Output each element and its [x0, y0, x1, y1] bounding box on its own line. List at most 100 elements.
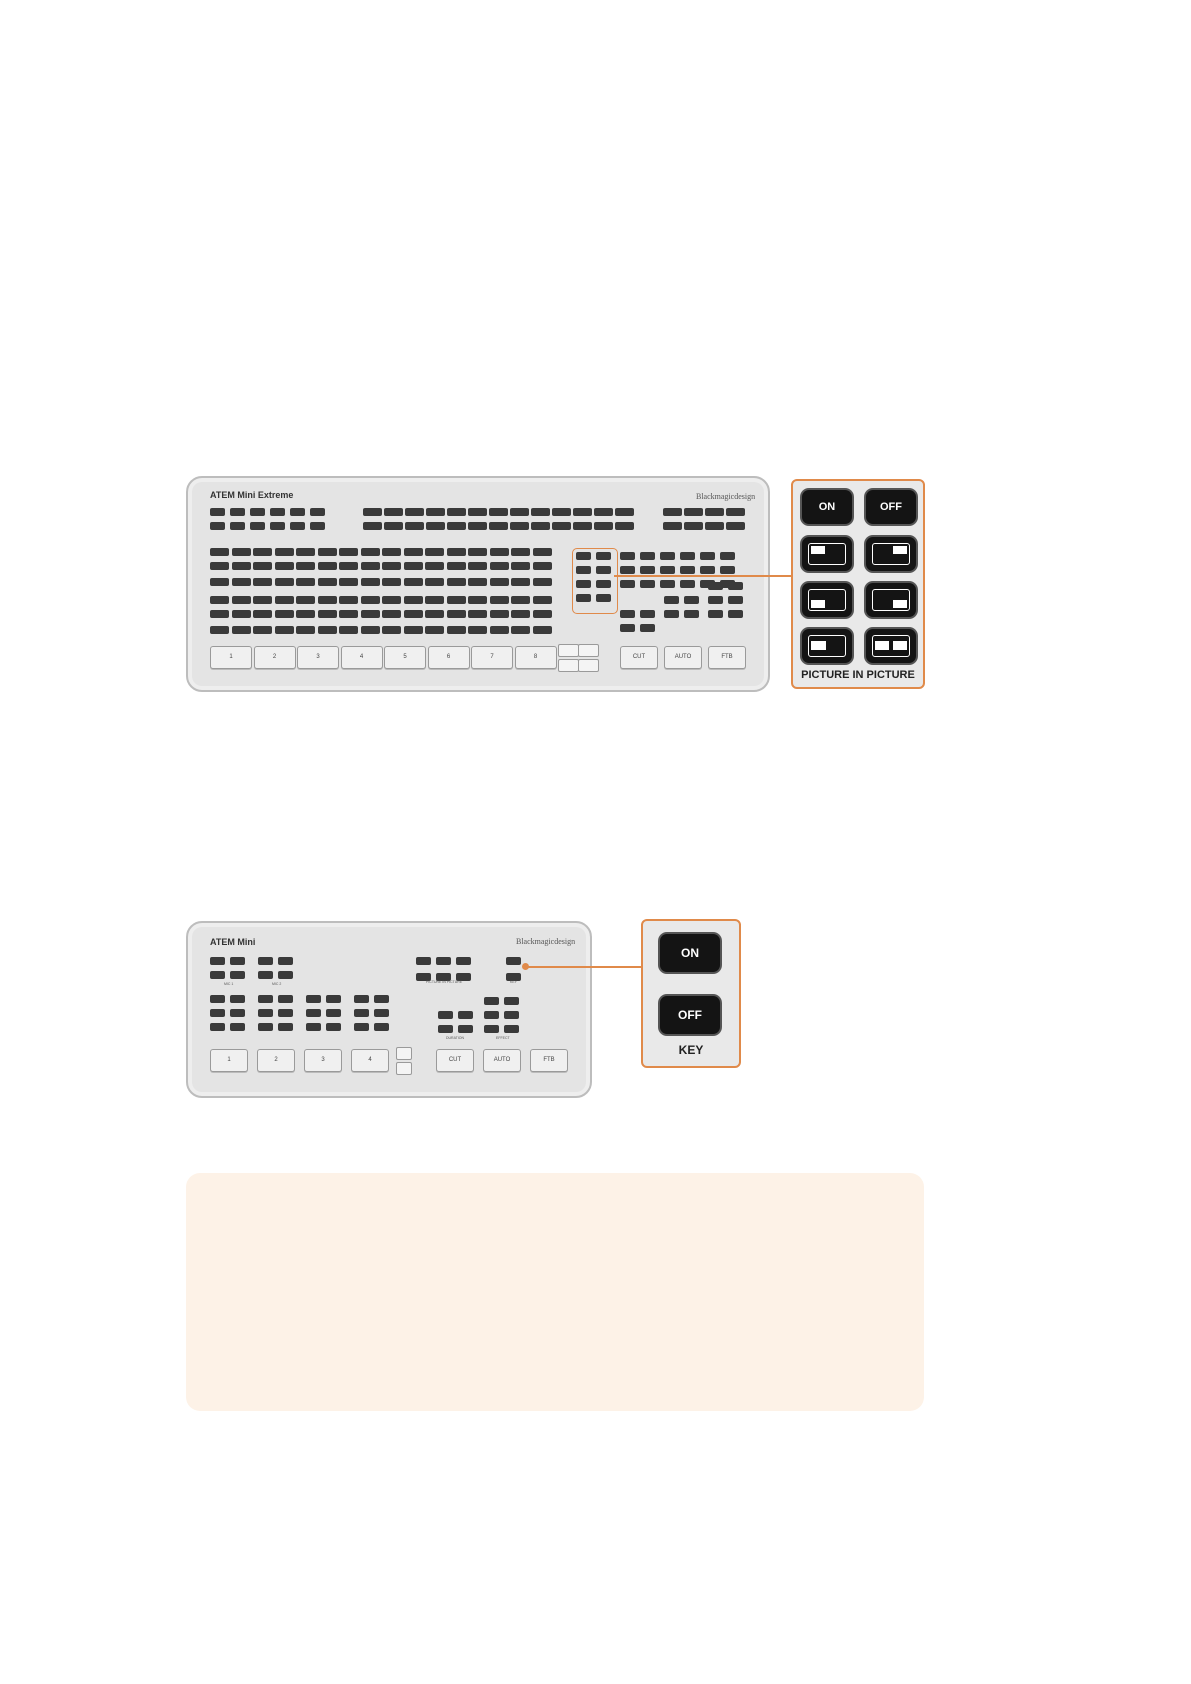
source-button-4[interactable]: 4: [341, 646, 383, 669]
small-control-button[interactable]: [700, 552, 715, 560]
small-control-button[interactable]: [416, 957, 431, 965]
small-control-button[interactable]: [318, 562, 337, 570]
transition-cut-button[interactable]: CUT: [436, 1049, 474, 1072]
small-control-button[interactable]: [230, 995, 245, 1003]
pip-side-by-side-button[interactable]: [866, 629, 916, 663]
small-control-button[interactable]: [640, 624, 655, 632]
small-control-button[interactable]: [468, 548, 487, 556]
small-control-button[interactable]: [615, 522, 634, 530]
small-control-button[interactable]: [533, 578, 552, 586]
pip-bottom-right-button[interactable]: [866, 583, 916, 617]
source-button-8[interactable]: 8: [515, 646, 557, 669]
small-control-button[interactable]: [361, 610, 380, 618]
small-control-button[interactable]: [708, 582, 723, 590]
still-select-button[interactable]: [396, 1047, 412, 1060]
transition-ftb-button[interactable]: FTB: [530, 1049, 568, 1072]
small-control-button[interactable]: [728, 596, 743, 604]
small-control-button[interactable]: [275, 548, 294, 556]
small-control-button[interactable]: [278, 1009, 293, 1017]
small-control-button[interactable]: [531, 508, 550, 516]
small-control-button[interactable]: [382, 626, 401, 634]
small-control-button[interactable]: [573, 508, 592, 516]
small-control-button[interactable]: [504, 1025, 519, 1033]
small-control-button[interactable]: [382, 610, 401, 618]
small-control-button[interactable]: [447, 508, 466, 516]
source-button-3[interactable]: 3: [304, 1049, 342, 1072]
small-control-button[interactable]: [253, 562, 272, 570]
small-control-button[interactable]: [339, 548, 358, 556]
small-control-button[interactable]: [640, 580, 655, 588]
small-control-button[interactable]: [533, 626, 552, 634]
small-control-button[interactable]: [720, 566, 735, 574]
small-control-button[interactable]: [458, 1011, 473, 1019]
small-control-button[interactable]: [278, 1023, 293, 1031]
small-control-button[interactable]: [306, 1023, 321, 1031]
small-control-button[interactable]: [384, 508, 403, 516]
pip-split-left-button[interactable]: [802, 629, 852, 663]
small-control-button[interactable]: [684, 596, 699, 604]
small-control-button[interactable]: [210, 971, 225, 979]
small-control-button[interactable]: [684, 508, 703, 516]
small-control-button[interactable]: [318, 610, 337, 618]
small-control-button[interactable]: [552, 522, 571, 530]
small-control-button[interactable]: [484, 1011, 499, 1019]
small-control-button[interactable]: [404, 626, 423, 634]
pip-top-right-button[interactable]: [866, 537, 916, 571]
small-control-button[interactable]: [490, 610, 509, 618]
small-control-button[interactable]: [510, 522, 529, 530]
small-control-button[interactable]: [404, 562, 423, 570]
small-control-button[interactable]: [484, 1025, 499, 1033]
small-control-button[interactable]: [210, 995, 225, 1003]
small-control-button[interactable]: [306, 995, 321, 1003]
source-button-6[interactable]: 6: [428, 646, 470, 669]
small-control-button[interactable]: [230, 957, 245, 965]
small-control-button[interactable]: [405, 508, 424, 516]
small-control-button[interactable]: [533, 596, 552, 604]
small-control-button[interactable]: [511, 562, 530, 570]
small-control-button[interactable]: [296, 596, 315, 604]
small-control-button[interactable]: [447, 562, 466, 570]
small-control-button[interactable]: [258, 995, 273, 1003]
small-control-button[interactable]: [296, 578, 315, 586]
small-control-button[interactable]: [318, 548, 337, 556]
small-control-button[interactable]: [447, 578, 466, 586]
small-control-button[interactable]: [663, 522, 682, 530]
small-control-button[interactable]: [339, 610, 358, 618]
small-control-button[interactable]: [253, 548, 272, 556]
small-control-button[interactable]: [210, 596, 229, 604]
small-control-button[interactable]: [447, 548, 466, 556]
small-control-button[interactable]: [318, 596, 337, 604]
small-control-button[interactable]: [326, 1023, 341, 1031]
small-control-button[interactable]: [290, 522, 305, 530]
small-control-button[interactable]: [728, 582, 743, 590]
small-control-button[interactable]: [680, 552, 695, 560]
small-control-button[interactable]: [318, 578, 337, 586]
small-control-button[interactable]: [326, 995, 341, 1003]
small-control-button[interactable]: [270, 508, 285, 516]
small-control-button[interactable]: [620, 552, 635, 560]
small-control-button[interactable]: [210, 626, 229, 634]
small-control-button[interactable]: [253, 626, 272, 634]
aux-select-button[interactable]: [558, 659, 579, 672]
small-control-button[interactable]: [438, 1025, 453, 1033]
small-control-button[interactable]: [447, 596, 466, 604]
small-control-button[interactable]: [504, 997, 519, 1005]
small-control-button[interactable]: [404, 578, 423, 586]
small-control-button[interactable]: [425, 610, 444, 618]
pip-bottom-left-button[interactable]: [802, 583, 852, 617]
small-control-button[interactable]: [726, 508, 745, 516]
small-control-button[interactable]: [620, 610, 635, 618]
small-control-button[interactable]: [425, 596, 444, 604]
small-control-button[interactable]: [468, 562, 487, 570]
small-control-button[interactable]: [720, 552, 735, 560]
small-control-button[interactable]: [705, 508, 724, 516]
aux-select-button[interactable]: [578, 659, 599, 672]
small-control-button[interactable]: [296, 610, 315, 618]
small-control-button[interactable]: [664, 610, 679, 618]
small-control-button[interactable]: [468, 578, 487, 586]
small-control-button[interactable]: [232, 626, 251, 634]
small-control-button[interactable]: [484, 997, 499, 1005]
small-control-button[interactable]: [490, 562, 509, 570]
source-button-4[interactable]: 4: [351, 1049, 389, 1072]
small-control-button[interactable]: [210, 508, 225, 516]
